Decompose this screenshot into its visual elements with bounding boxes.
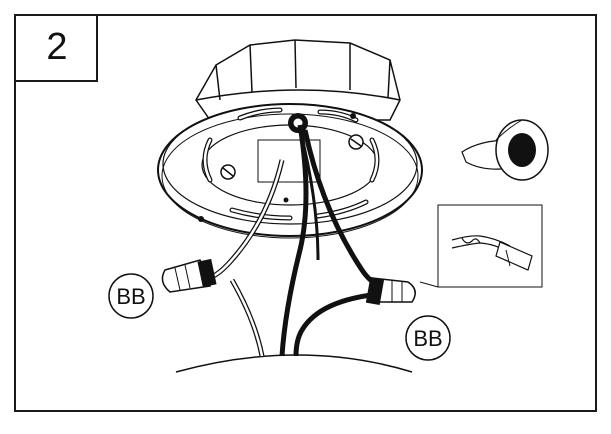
bb-label-left: BB (116, 284, 145, 309)
wire-nut-left (161, 258, 217, 293)
electrical-tape-icon (461, 119, 549, 181)
mounting-screw-left (220, 164, 236, 180)
mounting-screw-right (348, 134, 364, 150)
outlet-box (195, 39, 401, 121)
bb-label-right: BB (413, 326, 442, 351)
black-wire-center (279, 124, 309, 357)
step-number: 2 (46, 26, 68, 68)
step-number-box: 2 (14, 14, 98, 82)
black-wire-lower (293, 291, 381, 357)
splice-detail-inset (419, 204, 543, 288)
bb-callout-left: BB (108, 273, 154, 319)
diagram-frame (14, 14, 597, 412)
bb-callout-right: BB (405, 315, 451, 361)
wire-nut-right (365, 276, 416, 306)
canopy-dome (175, 354, 413, 373)
green-ground-wire (298, 129, 320, 261)
